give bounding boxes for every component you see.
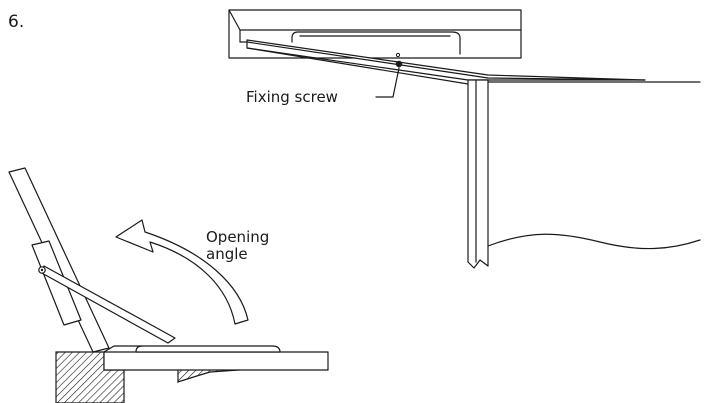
fixing-screw-icon (395, 60, 403, 68)
opening-angle-label-line2: angle (206, 245, 248, 263)
door-frame-vertical (467, 79, 489, 269)
door-leaf-open (8, 167, 110, 353)
arm-mount (31, 240, 82, 326)
closer-top-view (228, 9, 701, 269)
slide-rail (246, 39, 646, 81)
fixing-screw-leader (375, 67, 400, 98)
fixing-screw-label: Fixing screw (246, 88, 338, 106)
opening-angle-view (8, 167, 329, 403)
closer-body (228, 9, 522, 59)
frame-head (103, 351, 329, 371)
opening-angle-label-line1: Opening (206, 228, 269, 246)
opening-angle-arrow (115, 219, 249, 325)
step-number: 6. (8, 12, 24, 32)
closer-body-side (135, 345, 281, 353)
